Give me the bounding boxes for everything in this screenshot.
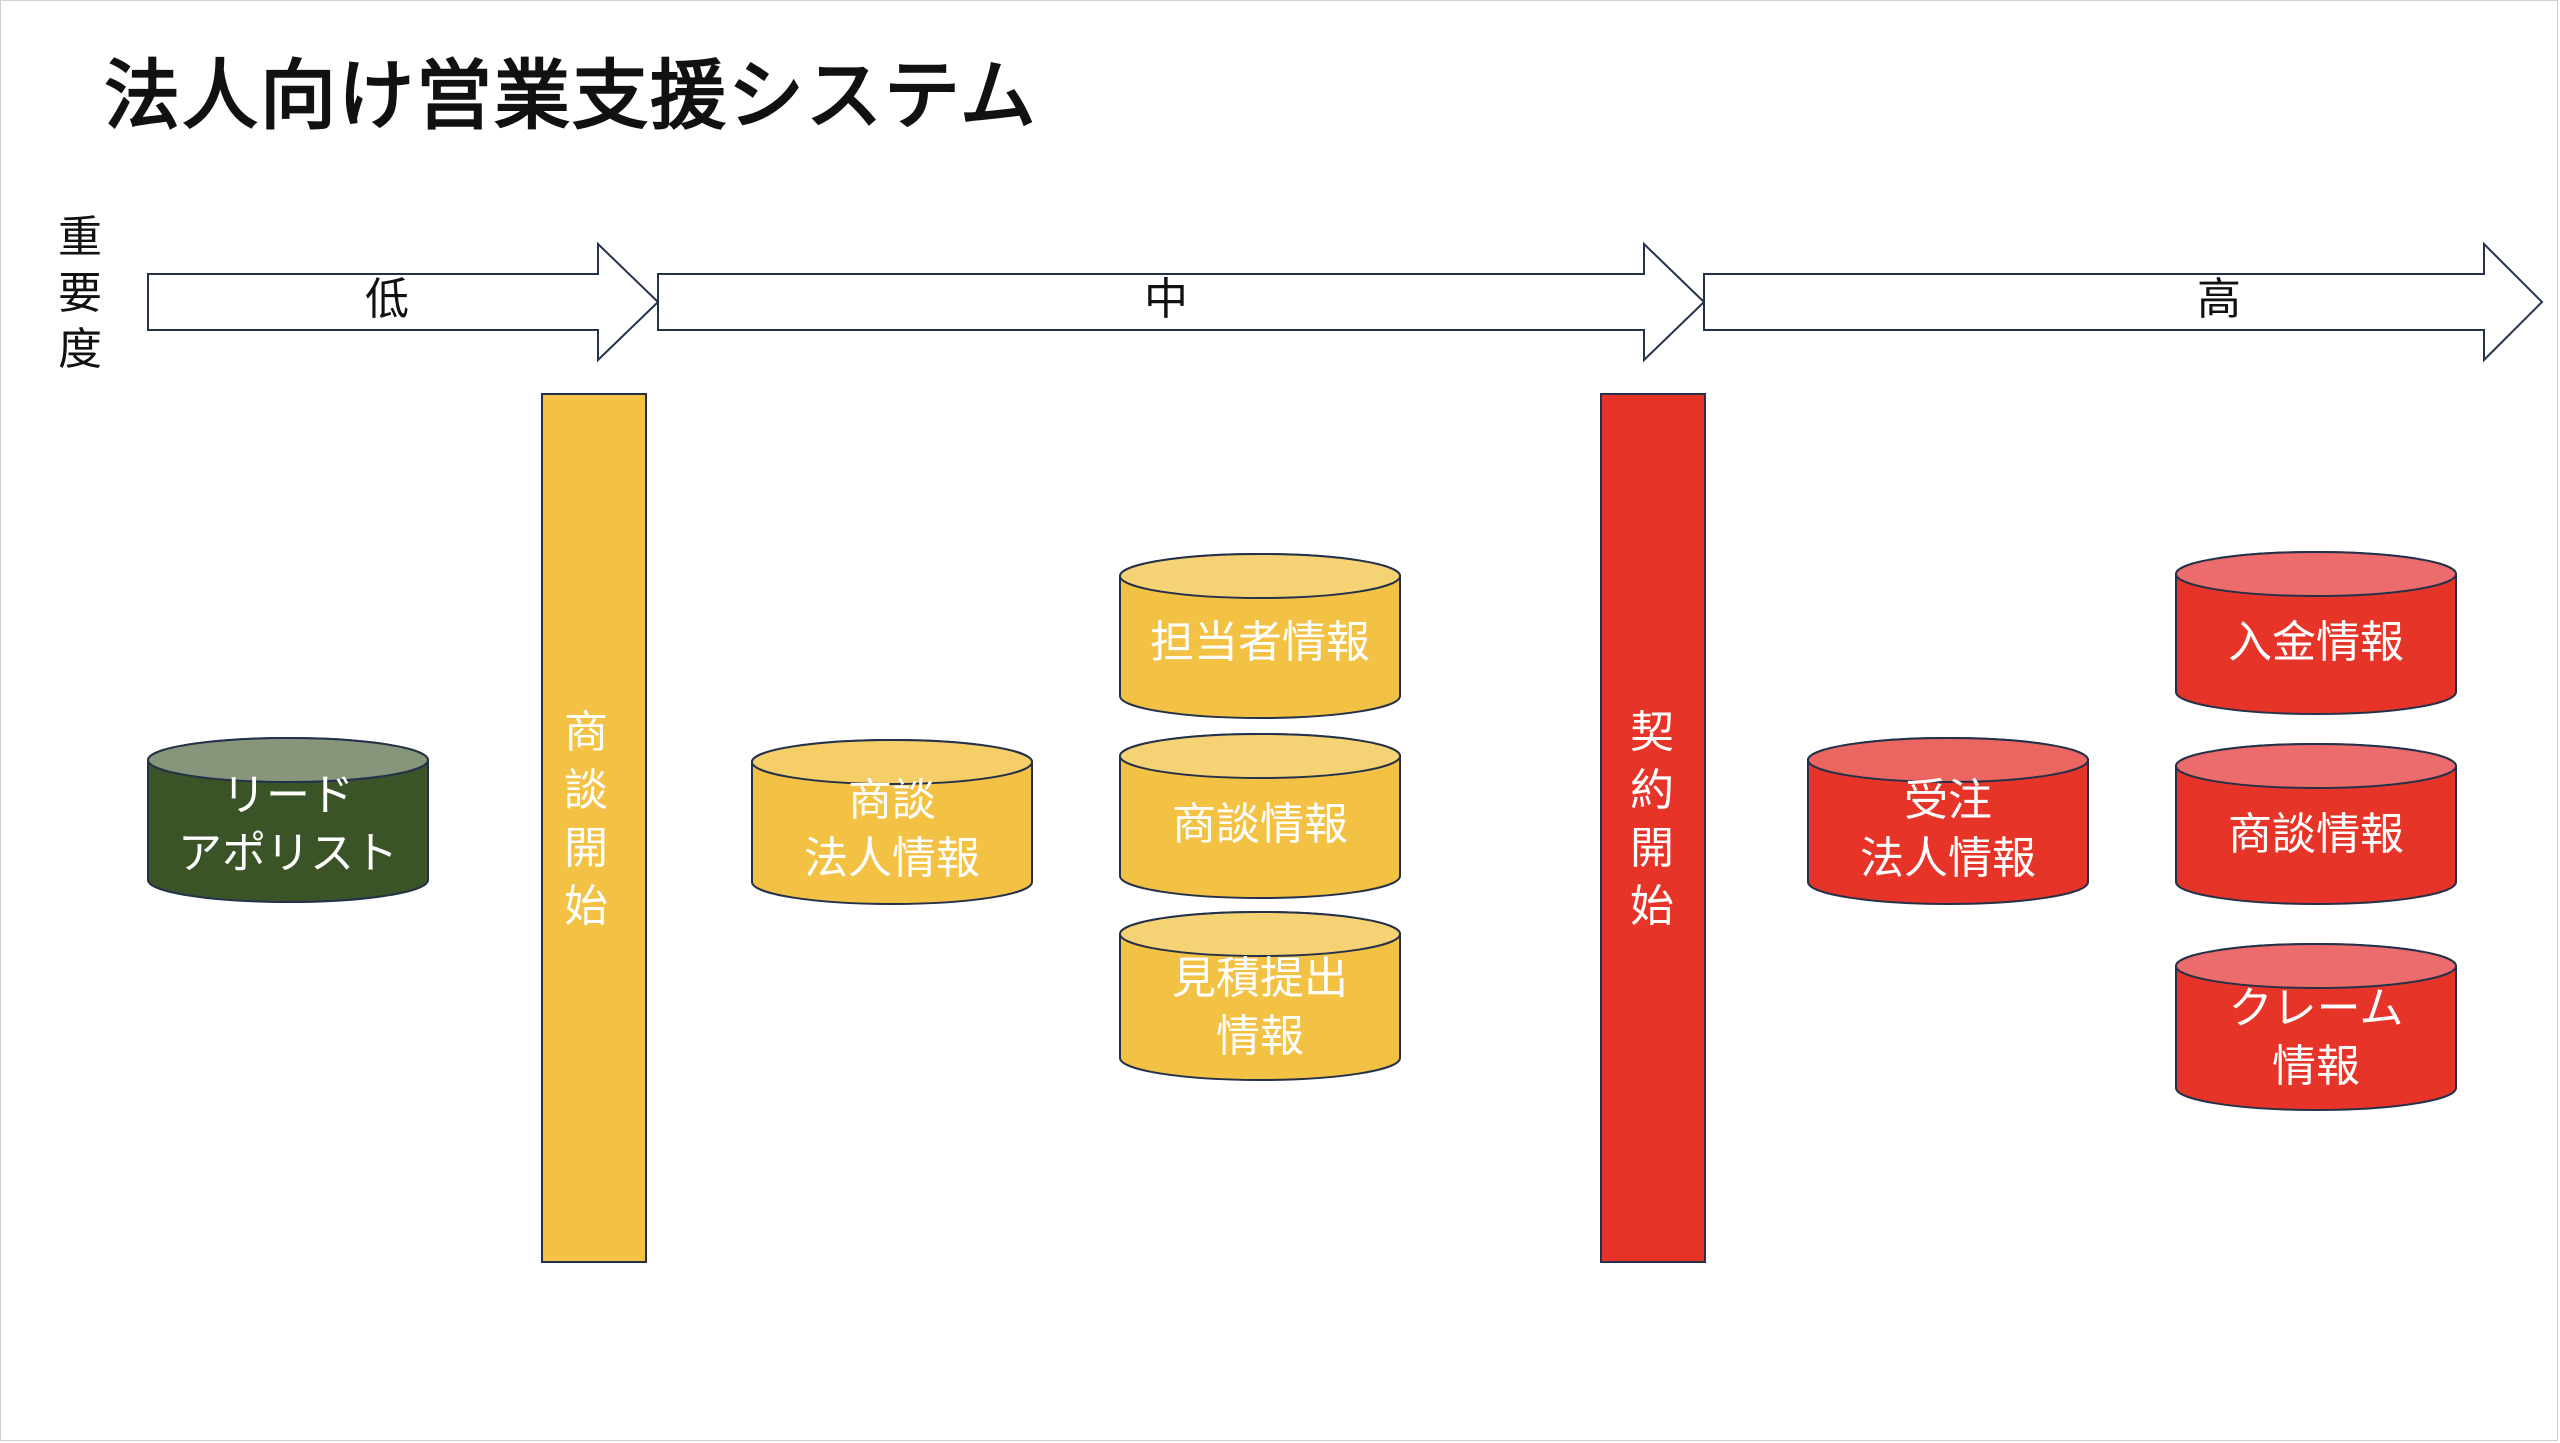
importance-axis-label: 重要度 — [58, 212, 102, 375]
node-label-quote-submission-info: 見積提出 情報 — [1172, 952, 1348, 1062]
database-top-complaint-info — [2175, 943, 2457, 989]
node-label-contact-person-info: 担当者情報 — [1150, 616, 1370, 668]
node-label-mid-deal-info: 商談情報 — [1172, 798, 1348, 850]
milestone-label-contract-start: 契約開始 — [1630, 707, 1674, 932]
database-top-lead-appointment — [147, 737, 429, 783]
node-label-deal-corporate-info: 商談 法人情報 — [804, 774, 980, 884]
stage-arrow-high — [1703, 241, 2544, 363]
database-top-contact-person-info — [1119, 553, 1401, 599]
stage-label-low: 低 — [365, 273, 409, 325]
stage-label-high: 高 — [2197, 273, 2241, 325]
database-top-high-deal-info — [2175, 743, 2457, 789]
milestone-bar-deal-start — [541, 393, 647, 1263]
stage-arrow-mid — [657, 241, 1706, 363]
node-label-complaint-info: クレーム 情報 — [2228, 982, 2404, 1092]
database-top-mid-deal-info — [1119, 733, 1401, 779]
node-label-order-corporate-info: 受注 法人情報 — [1860, 774, 2036, 884]
database-top-payment-info — [2175, 551, 2457, 597]
database-top-order-corporate-info — [1807, 737, 2089, 783]
node-label-high-deal-info: 商談情報 — [2228, 808, 2404, 860]
node-label-lead-appointment: リード アポリスト — [178, 769, 398, 879]
page-title: 法人向け営業支援システム — [104, 51, 1038, 140]
database-top-deal-corporate-info — [751, 739, 1033, 785]
node-label-payment-info: 入金情報 — [2228, 616, 2404, 668]
stage-arrow-low — [147, 241, 660, 363]
milestone-bar-contract-start — [1600, 393, 1706, 1263]
stage-label-mid: 中 — [1144, 273, 1188, 325]
milestone-label-deal-start: 商談開始 — [564, 707, 608, 932]
database-top-quote-submission-info — [1119, 911, 1401, 957]
